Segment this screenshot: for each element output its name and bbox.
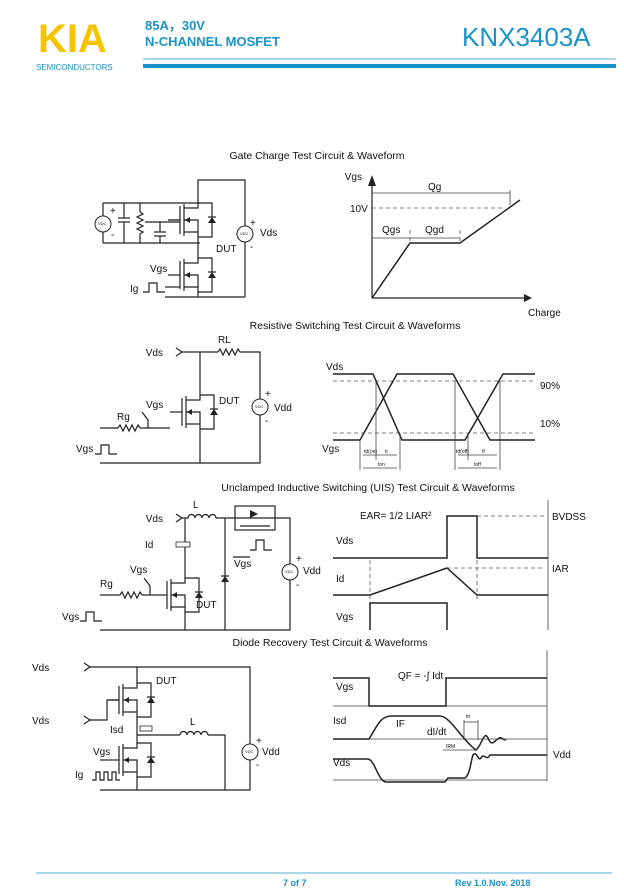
header: KIA SEMICONDUCTORS 85A，30V N-CHANNEL MOS… xyxy=(36,17,616,72)
svg-text:VDC: VDC xyxy=(98,221,107,226)
resistive-waveform: Vds Vgs 90% 10% td(on) tr ton td(off) tf… xyxy=(322,362,560,470)
circuit-plus-label: + xyxy=(250,218,256,229)
waveform-bvdss-label: BVDSS xyxy=(552,512,586,523)
circuit-vgs-bar-label: Vgs xyxy=(234,559,251,570)
waveform-vgs-label: Vgs xyxy=(336,682,353,693)
circuit-minus-label: - xyxy=(296,580,299,591)
svg-text:VDC: VDC xyxy=(285,569,294,574)
circuit-ig-label: Ig xyxy=(75,770,83,781)
circuit-rg-label: Rg xyxy=(100,579,113,590)
circuit-isd-label: Isd xyxy=(110,725,123,736)
company-logo: KIA xyxy=(38,17,107,61)
diode-recovery-waveform: QF = -∫ Idt Vgs Isd Vds IF dI/dt trr IRM… xyxy=(333,650,571,783)
waveform-if-label: IF xyxy=(396,719,405,730)
waveform-tr-label: tr xyxy=(385,449,388,455)
waveform-td-off-label: td(off) xyxy=(456,449,469,455)
page-number: 7 of 7 xyxy=(283,878,307,888)
circuit-vdd-label: Vdd xyxy=(262,747,280,758)
circuit-dut-label: DUT xyxy=(156,676,177,687)
waveform-vds-label: Vds xyxy=(326,362,343,373)
uis-waveform: EAR= 1/2 LIAR² Vds Id Vgs BVDSS IAR xyxy=(333,500,586,630)
circuit-vgs-pulse-label: Vgs xyxy=(62,612,79,623)
circuit-rl-label: RL xyxy=(218,335,231,346)
vds-label: Vds xyxy=(260,228,277,239)
circuit-vds-label: Vds xyxy=(146,514,163,525)
circuit-id-label: Id xyxy=(145,540,153,551)
circuit-minus-label: - xyxy=(111,230,114,241)
circuit-plus-label: + xyxy=(265,389,271,400)
qgd-label: Qgd xyxy=(425,225,444,236)
waveform-td-on-label: td(on) xyxy=(364,449,377,455)
circuit-minus-label: - xyxy=(250,242,253,253)
qg-label: Qg xyxy=(428,182,441,193)
waveform-id-label: Id xyxy=(336,574,344,585)
svg-text:VDC: VDC xyxy=(245,749,254,754)
circuit-vgs-label: Vgs xyxy=(146,400,163,411)
waveform-didt-label: dI/dt xyxy=(427,727,447,738)
part-number: KNX3403A xyxy=(462,22,591,52)
circuit-vgs-label: Vgs xyxy=(130,565,147,576)
circuit-dut-label: DUT xyxy=(219,396,240,407)
section-title-diode-recovery: Diode Recovery Test Circuit & Waveforms xyxy=(233,637,428,649)
waveform-vgs-label: Vgs xyxy=(336,612,353,623)
gate-charge-waveform: Vgs Charge 10V Qg Qgs Qgd xyxy=(345,172,561,319)
circuit-dut-label: DUT xyxy=(196,600,217,611)
section-title-gate-charge: Gate Charge Test Circuit & Waveform xyxy=(229,150,404,162)
waveform-t-off-label: toff xyxy=(474,462,481,468)
circuit-plus-label: + xyxy=(296,554,302,565)
section-title-uis: Unclamped Inductive Switching (UIS) Test… xyxy=(221,482,515,494)
circuit-vds-label: Vds xyxy=(146,348,163,359)
resistive-circuit: VDC Vds RL Vgs Rg DUT + Vdd - Vgs xyxy=(76,335,292,464)
waveform-t-on-label: ton xyxy=(378,462,385,468)
waveform-vds-label: Vds xyxy=(336,536,353,547)
circuit-vdd-label: Vdd xyxy=(303,566,321,577)
uis-circuit: VDC Vds L Id Vgs + Vdd - Vgs Rg DUT Vgs xyxy=(62,500,321,631)
waveform-p90-label: 90% xyxy=(540,381,560,392)
section-title-resistive: Resistive Switching Test Circuit & Wavef… xyxy=(250,320,461,332)
circuit-l-label: L xyxy=(193,500,199,511)
qgs-label: Qgs xyxy=(382,225,400,236)
waveform-vdd-label: Vdd xyxy=(553,750,571,761)
waveform-formula-label: QF = -∫ Idt xyxy=(398,671,443,682)
svg-text:VDC: VDC xyxy=(255,404,264,409)
x-axis-label: Charge xyxy=(528,308,561,319)
circuit-vgs-pulse-label: Vgs xyxy=(76,444,93,455)
waveform-isd-label: Isd xyxy=(333,716,346,727)
circuit-vds-gate-label: Vds xyxy=(32,716,49,727)
level-10v: 10V xyxy=(350,204,368,215)
circuit-l-label: L xyxy=(190,717,196,728)
circuit-minus-label: - xyxy=(265,416,268,427)
device-type: N-CHANNEL MOSFET xyxy=(145,34,280,49)
logo-subtitle: SEMICONDUCTORS xyxy=(36,63,113,72)
circuit-plus-label: + xyxy=(110,206,116,217)
waveform-formula-label: EAR= 1/2 LIAR² xyxy=(360,511,432,522)
circuit-vdd-label: Vdd xyxy=(274,403,292,414)
circuit-plus-label: + xyxy=(256,736,262,747)
gate-charge-circuit: VDC + - VDC + Vds - DUT Vgs Ig xyxy=(94,179,277,298)
ig-label: Ig xyxy=(130,284,138,295)
waveform-vgs-label: Vgs xyxy=(322,444,339,455)
circuit-vds-top-label: Vds xyxy=(32,663,49,674)
diode-recovery-circuit: VDC Vds DUT Vds Isd L + Vdd - Vgs Ig xyxy=(32,662,280,791)
footer: 7 of 7 Rev 1.0.Nov. 2018 xyxy=(36,872,612,888)
dut-label: DUT xyxy=(216,244,237,255)
vgs-label: Vgs xyxy=(150,264,167,275)
waveform-irm-label: IRM xyxy=(446,744,455,750)
waveform-trr-label: trr xyxy=(466,714,471,720)
waveform-p10-label: 10% xyxy=(540,419,560,430)
waveform-vds-label: Vds xyxy=(333,758,350,769)
revision: Rev 1.0.Nov. 2018 xyxy=(455,878,530,888)
circuit-rg-label: Rg xyxy=(117,412,130,423)
spec-rating: 85A，30V xyxy=(145,18,205,33)
waveform-iar-label: IAR xyxy=(552,564,569,575)
circuit-minus-label: - xyxy=(256,760,259,771)
y-axis-label: Vgs xyxy=(345,172,362,183)
waveform-tf-label: tf xyxy=(482,449,485,455)
svg-text:VDC: VDC xyxy=(240,231,249,236)
circuit-vgs-label: Vgs xyxy=(93,747,110,758)
